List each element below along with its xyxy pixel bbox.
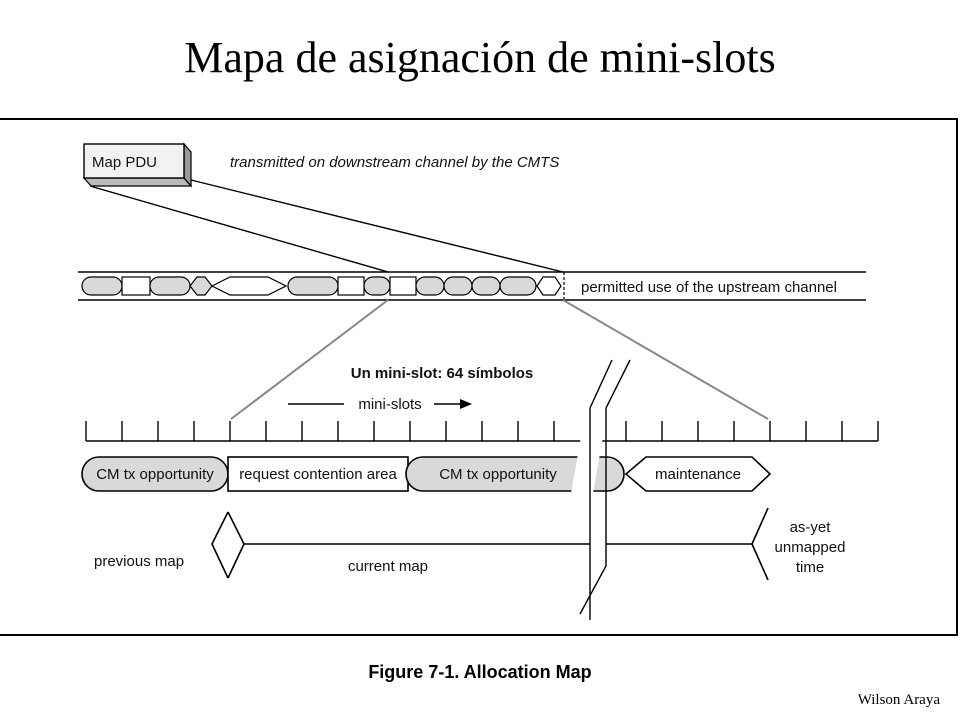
segment-request-area-label: request contention area	[239, 466, 397, 483]
time-break-marks	[548, 359, 631, 620]
downstream-note: transmitted on downstream channel by the…	[230, 154, 559, 171]
zoom-line-right	[562, 299, 769, 420]
current-map-label: current map	[348, 558, 428, 575]
segment-cm-tx-2: CM tx opportunity	[405, 456, 625, 492]
segment-cm-tx-1-label: CM tx opportunity	[96, 466, 214, 483]
upstream-note: permitted use of the upstream channel	[581, 279, 837, 296]
map-pdu-label: Map PDU	[92, 154, 157, 171]
figure-frame	[0, 118, 958, 636]
zoom-line-left	[230, 299, 389, 420]
segment-maintenance: maintenance	[624, 456, 772, 492]
pdu-projection-line-left	[89, 185, 389, 273]
minislot-ruler	[85, 421, 879, 442]
slide-title: Mapa de asignación de mini-slots	[184, 33, 776, 82]
unmapped-line-2: unmapped	[775, 539, 846, 556]
unmapped-line-3: time	[796, 559, 824, 576]
segment-request-area: request contention area	[227, 456, 409, 492]
minislots-label: mini-slots	[358, 396, 421, 413]
minislot-note: Un mini-slot: 64 símbolos	[351, 365, 534, 382]
previous-map-label: previous map	[94, 553, 184, 570]
figure-caption: Figure 7-1. Allocation Map	[368, 662, 592, 682]
upstream-channel-strip	[78, 271, 866, 301]
segment-maintenance-label: maintenance	[655, 466, 741, 483]
segment-cm-tx-1: CM tx opportunity	[81, 456, 229, 492]
unmapped-line-1: as-yet	[790, 519, 832, 536]
minislots-arrow-head	[434, 399, 472, 409]
segment-cm-tx-2-label: CM tx opportunity	[439, 466, 557, 483]
pdu-projection-line-right	[190, 179, 564, 273]
author-name: Wilson Araya	[857, 692, 940, 708]
map-timeline	[211, 507, 769, 581]
map-pdu-box: Map PDU	[82, 142, 193, 188]
